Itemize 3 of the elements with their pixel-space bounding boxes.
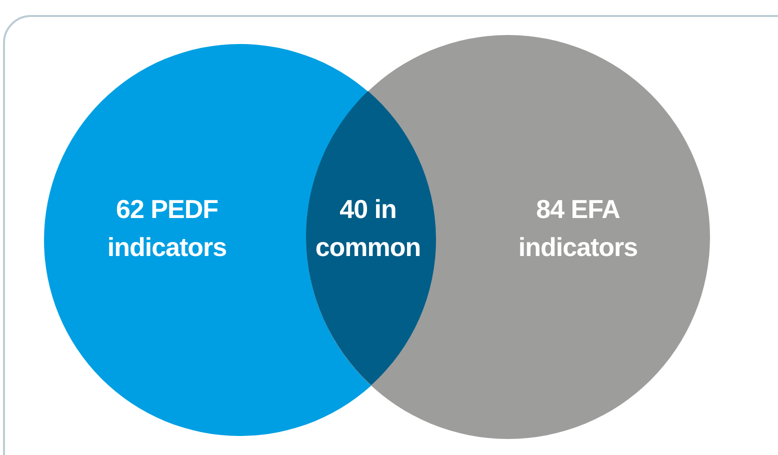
region-label: 62 PEDF indicators <box>106 193 228 264</box>
region-label: 84 EFA indicators <box>517 193 639 264</box>
region-label: 40 in common <box>314 192 422 264</box>
